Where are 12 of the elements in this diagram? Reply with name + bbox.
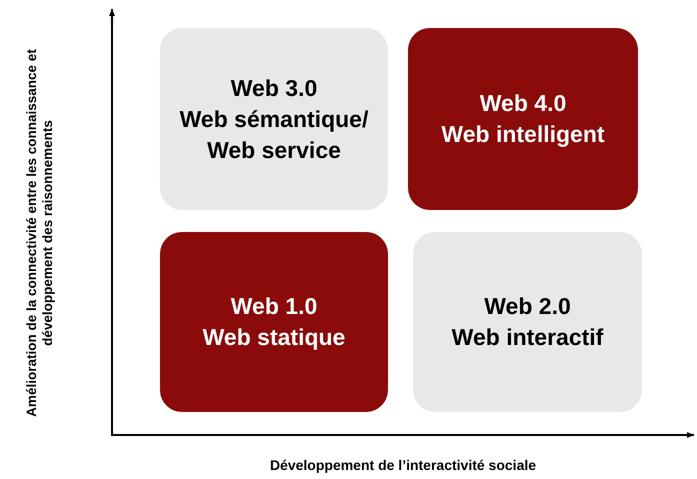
box-heading: Web 2.0 [484, 292, 571, 321]
box-text: Web sémantique/ Web service [178, 104, 370, 164]
box-text: Web interactif [452, 323, 604, 352]
y-axis-label: Amélioration de la connectivité entre les connaissance et développement des raisonnements [24, 48, 56, 419]
box-heading: Web 3.0 [230, 74, 318, 102]
box-text: Web intelligent [441, 120, 605, 149]
box-text: Web statique [202, 323, 346, 352]
quadrant-box [160, 232, 388, 412]
box-heading: Web 4.0 [480, 89, 566, 118]
box-heading: Web 1.0 [230, 292, 318, 321]
x-axis-label: Développement de l’interactivité sociale [270, 456, 536, 475]
quadrant-box [408, 28, 638, 210]
